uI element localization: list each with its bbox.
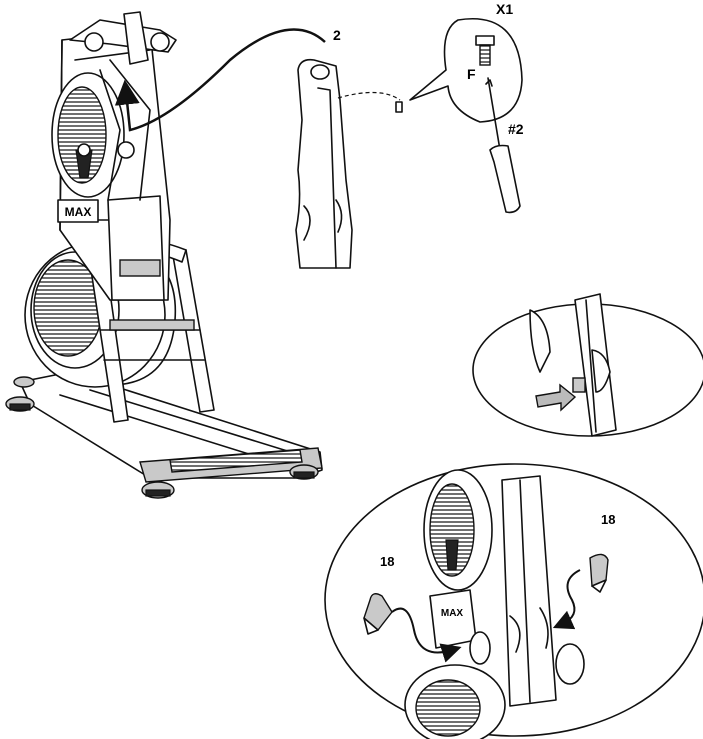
screwdriver-size-label: #2 bbox=[508, 121, 524, 137]
svg-text:MAX: MAX bbox=[65, 205, 92, 219]
hardware-callout: X1 F #2 bbox=[410, 1, 524, 212]
dashed-screw-path bbox=[338, 92, 400, 100]
part-number-label: 2 bbox=[333, 27, 341, 43]
quantity-label: X1 bbox=[496, 1, 513, 17]
end-cap-right-label: 18 bbox=[601, 512, 615, 527]
end-cap-left-label: 18 bbox=[380, 554, 394, 569]
svg-text:MAX: MAX bbox=[441, 608, 464, 619]
press-detail-callout bbox=[473, 294, 703, 436]
screw-small bbox=[396, 102, 402, 112]
screw-letter-label: F bbox=[467, 66, 476, 82]
trainer-machine: MAX bbox=[6, 12, 322, 498]
end-cap-detail-callout: MAX 18 18 bbox=[325, 464, 703, 739]
max-logo: MAX bbox=[58, 200, 98, 222]
handle-part-2 bbox=[296, 60, 352, 268]
base-rail bbox=[20, 372, 322, 482]
upper-flywheel bbox=[52, 73, 124, 197]
